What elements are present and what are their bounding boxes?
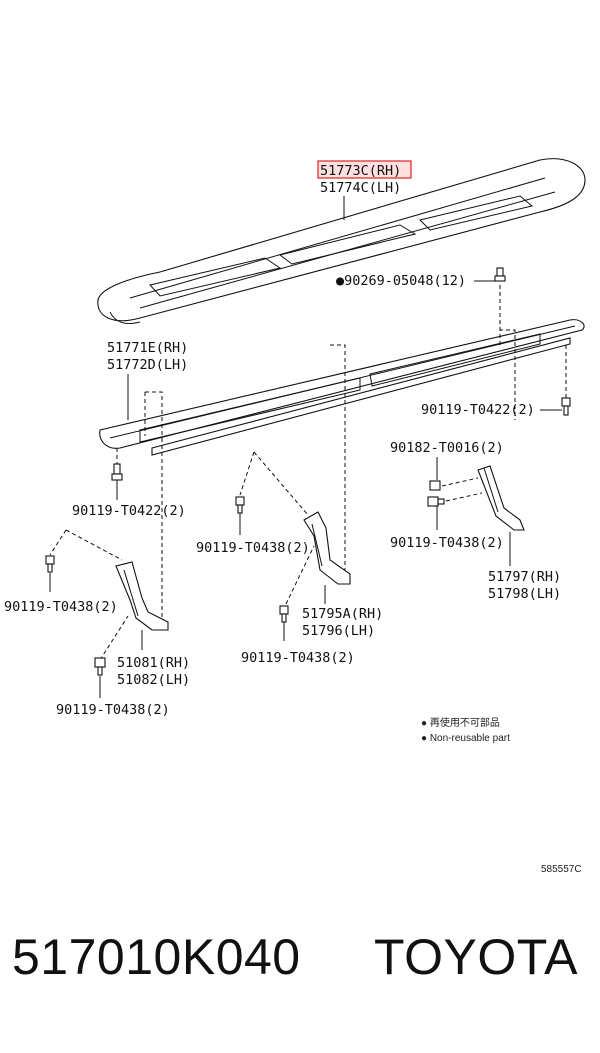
step-lh-label[interactable]: 51774C(LH): [320, 180, 401, 196]
guide-4: [499, 329, 516, 420]
brace-51795a-rh-label[interactable]: 51795A(RH): [302, 606, 383, 622]
bolt-0438-bottom-left-label[interactable]: 90119-T0438(2): [56, 702, 170, 718]
clip-icon: [494, 267, 506, 282]
bolt-0438-right-label[interactable]: 90119-T0438(2): [390, 535, 504, 551]
brace-51796-lh-label[interactable]: 51796(LH): [302, 623, 375, 639]
brand-name: TOYOTA: [374, 929, 578, 985]
brace-51797-rh-label[interactable]: 51797(RH): [488, 569, 561, 585]
bolt-0438-right-icon: [427, 496, 445, 507]
bolt-0422-left-icon: [111, 463, 123, 481]
legend-en: ● Non-reusable part: [421, 733, 510, 744]
bolt-0438-mid-label[interactable]: 90119-T0438(2): [196, 540, 310, 556]
brace-51795a[interactable]: [303, 511, 351, 585]
bolt-0438-bottom-left-icon: [94, 657, 106, 676]
step-rh-label[interactable]: 51773C(RH): [320, 163, 401, 179]
nut-0016-label[interactable]: 90182-T0016(2): [390, 440, 504, 456]
legend-cn: ● 再使用不可部品: [421, 716, 500, 729]
bracket-51081[interactable]: [115, 561, 169, 631]
clip-90269-label[interactable]: ●90269-05048(12): [336, 273, 466, 289]
footer: 517010K040 TOYOTA: [0, 928, 600, 1018]
nut-icon: [429, 480, 441, 491]
bolt-0438-center-low-icon: [279, 605, 289, 623]
brace-51798-lh-label[interactable]: 51798(LH): [488, 586, 561, 602]
bolt-0438-far-left-label[interactable]: 90119-T0438(2): [4, 599, 118, 615]
bolt-right-dash-2: [445, 492, 483, 502]
bolt-0438-far-left-icon: [45, 555, 55, 573]
brace-51797[interactable]: [477, 465, 525, 531]
running-board-step[interactable]: [97, 158, 586, 325]
bolt-0422-left-label[interactable]: 90119-T0422(2): [72, 503, 186, 519]
bolt-0438-mid-icon: [235, 496, 245, 514]
guide-2: [145, 391, 163, 625]
far-left-dash-1: [65, 529, 123, 561]
bolt-0422-right-label[interactable]: 90119-T0422(2): [421, 402, 535, 418]
bolt-0438-center-low-label[interactable]: 90119-T0438(2): [241, 650, 355, 666]
far-left-dash-2: [49, 529, 67, 556]
part-number: 517010K040: [12, 929, 301, 985]
bracket-51081-dash: [99, 615, 129, 661]
bracket-main-lh-label[interactable]: 51772D(LH): [107, 357, 188, 373]
mid-dash-1: [253, 451, 309, 516]
diagram-code: 585557C: [541, 864, 582, 875]
nut-dash: [441, 477, 479, 487]
guide-3: [330, 344, 346, 580]
bracket-main-rh-label[interactable]: 51771E(RH): [107, 340, 188, 356]
bracket-51081-rh-label[interactable]: 51081(RH): [117, 655, 190, 671]
bolt-0422-right-icon: [561, 397, 571, 416]
center-low-dash: [285, 545, 315, 605]
mid-dash-2: [239, 451, 255, 496]
step-rh-highlight: [317, 160, 412, 179]
bracket-51082-lh-label[interactable]: 51082(LH): [117, 672, 190, 688]
main-bracket-rail[interactable]: [99, 319, 585, 456]
